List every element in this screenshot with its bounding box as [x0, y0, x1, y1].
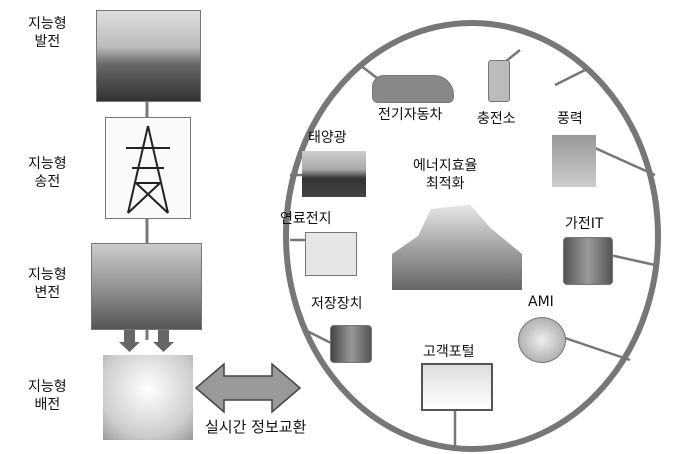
portal-label: 고객포털	[423, 344, 475, 360]
charging-station-image	[488, 60, 510, 102]
storage-image	[330, 325, 372, 363]
ami-meter-image	[518, 317, 566, 363]
customer-portal-image	[421, 363, 493, 411]
fuel-cell-image	[305, 232, 357, 276]
down-arrow-icon	[153, 330, 174, 352]
transmission-tower-image	[105, 117, 191, 219]
power-plant-image	[96, 10, 201, 102]
ami-label: AMI	[528, 294, 554, 310]
appliance-image	[563, 237, 613, 285]
solar-panel-image	[302, 151, 366, 197]
wind-turbine-image	[552, 135, 596, 187]
appliance-label: 가전IT	[565, 216, 604, 232]
distribution-pole-image	[103, 355, 193, 440]
wind-label: 풍력	[557, 111, 583, 127]
double-arrow-icon	[194, 362, 302, 414]
ring-outer	[283, 20, 661, 452]
storage-label: 저장장치	[311, 296, 363, 312]
fuel-cell-label: 연료전지	[280, 211, 332, 227]
substation-image	[91, 243, 202, 330]
spokes	[290, 49, 656, 448]
charging-label: 충전소	[477, 111, 516, 127]
ring-inner-gap	[290, 27, 654, 445]
down-arrow-icon	[119, 330, 140, 352]
solar-label: 태양광	[308, 130, 347, 146]
exchange-label: 실시간 정보교환	[205, 418, 307, 436]
ev-label: 전기자동차	[378, 107, 443, 123]
electric-car-image	[372, 75, 454, 103]
